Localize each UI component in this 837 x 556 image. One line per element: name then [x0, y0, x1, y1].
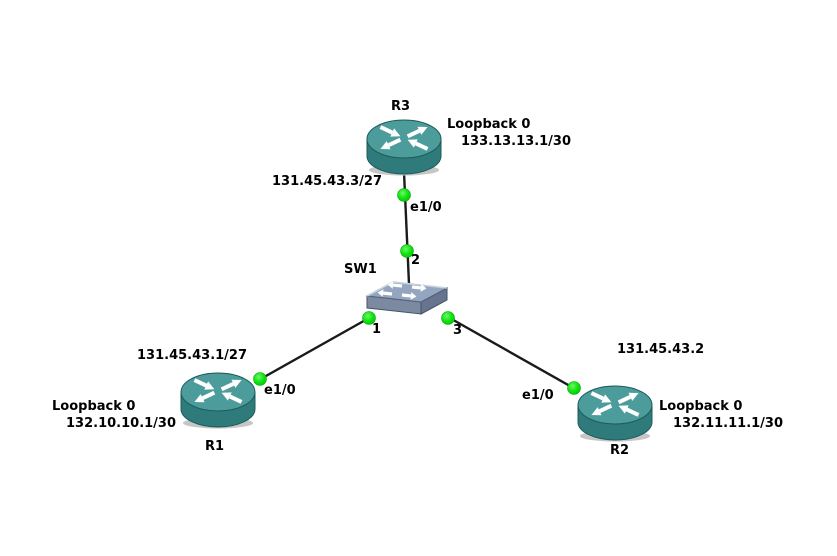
port-status-dot-sw1-3 [441, 311, 455, 325]
port-status-dot-r2-e1-0 [567, 381, 581, 395]
node-r1[interactable] [180, 371, 256, 433]
loopback-label-r1: Loopback 0 132.10.10.1/30 [52, 400, 176, 431]
router-icon [577, 385, 653, 442]
port-label-sw1-2: 2 [411, 253, 421, 268]
node-label-sw1: SW1 [344, 262, 377, 277]
router-arrows-icon [379, 125, 429, 151]
link-sw1-r1[interactable] [256, 316, 370, 383]
link-sw1-r2[interactable] [447, 315, 578, 392]
node-sw1[interactable] [365, 274, 449, 322]
loopback-title: Loopback 0 [52, 399, 136, 414]
router-icon [180, 372, 256, 429]
loopback-ip: 132.10.10.1/30 [66, 416, 177, 431]
node-r3[interactable] [366, 118, 442, 180]
interface-ip-label-r3: 131.45.43.3/27 [272, 174, 383, 189]
loopback-ip: 132.11.11.1/30 [673, 416, 784, 431]
port-status-dot-sw1-1 [362, 311, 376, 325]
port-status-dot-r1-e1-0 [253, 372, 267, 386]
router-icon [366, 119, 442, 176]
port-status-dot-r3-e1-0 [397, 188, 411, 202]
router-arrows-icon [193, 378, 243, 404]
switch-icon [365, 281, 449, 315]
router-arrows-icon [590, 391, 640, 417]
loopback-title: Loopback 0 [447, 117, 531, 132]
port-label-r2-e1-0: e1/0 [522, 388, 554, 403]
node-r2[interactable] [577, 384, 653, 446]
port-label-sw1-1: 1 [372, 322, 382, 337]
port-status-dot-sw1-2 [400, 244, 414, 258]
loopback-title: Loopback 0 [659, 399, 743, 414]
port-label-r3-e1-0: e1/0 [410, 200, 442, 215]
switch-arrows-icon [377, 281, 427, 300]
loopback-ip: 133.13.13.1/30 [461, 134, 572, 149]
port-label-sw1-3: 3 [453, 323, 463, 338]
loopback-label-r3: Loopback 0 133.13.13.1/30 [447, 118, 571, 149]
port-label-r1-e1-0: e1/0 [264, 383, 296, 398]
interface-ip-label-r1: 131.45.43.1/27 [137, 348, 248, 363]
node-label-r1: R1 [205, 439, 225, 454]
node-label-r3: R3 [391, 99, 411, 114]
interface-ip-label-r2: 131.45.43.2 [617, 342, 705, 357]
node-label-r2: R2 [610, 443, 630, 458]
loopback-label-r2: Loopback 0 132.11.11.1/30 [659, 400, 783, 431]
